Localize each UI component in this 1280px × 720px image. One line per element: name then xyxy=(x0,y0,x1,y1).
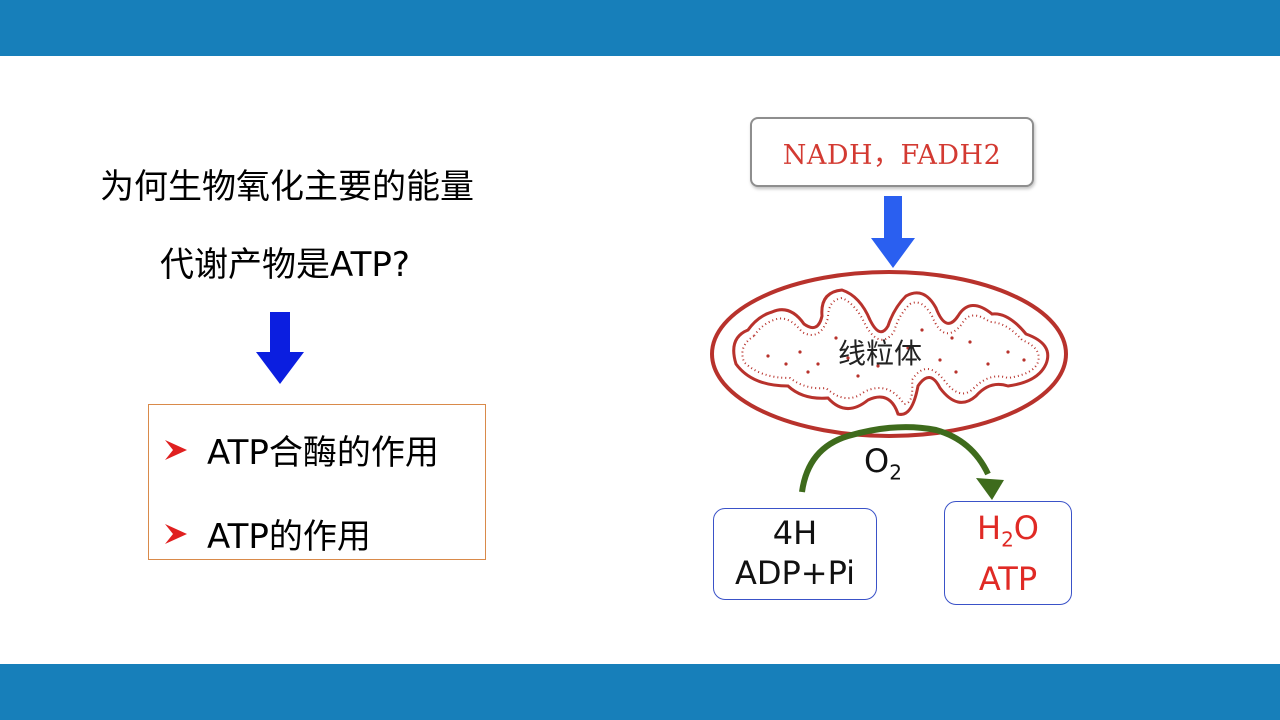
product-water: H2O xyxy=(977,509,1039,552)
point-item: ATP的作用 xyxy=(163,509,371,558)
reactant-line-1: 4H xyxy=(772,514,818,552)
organelle-label: 线粒体 xyxy=(838,337,923,370)
question-text: 为何生物氧化主要的能量 代谢产物是ATP? xyxy=(100,148,520,304)
input-box: NADH，FADH2 xyxy=(750,117,1034,187)
oxygen-label: O2 xyxy=(864,442,902,485)
mitochondrion-icon xyxy=(710,270,1068,438)
down-arrow-icon xyxy=(871,196,915,268)
input-label: NADH，FADH2 xyxy=(782,139,1002,171)
arrowhead-bullet-icon xyxy=(165,439,187,460)
key-points-box: ATP合酶的作用 ATP的作用 xyxy=(148,404,486,560)
curved-arrow-icon xyxy=(799,424,1004,500)
arrowhead-bullet-icon xyxy=(165,523,187,544)
question-line-2: 代谢产物是ATP? xyxy=(160,245,410,285)
question-line-1: 为何生物氧化主要的能量 xyxy=(100,167,474,207)
point-text: ATP的作用 xyxy=(207,517,371,557)
point-item: ATP合酶的作用 xyxy=(163,425,439,474)
down-arrow-icon xyxy=(256,312,304,384)
product-atp: ATP xyxy=(978,560,1038,599)
reactant-line-2: ADP+Pi xyxy=(734,554,856,592)
products-box: H2O ATP xyxy=(944,501,1072,605)
point-text: ATP合酶的作用 xyxy=(207,433,439,473)
bottom-banner xyxy=(0,664,1280,720)
reactants-box: 4H ADP+Pi xyxy=(713,508,877,600)
top-banner xyxy=(0,0,1280,56)
